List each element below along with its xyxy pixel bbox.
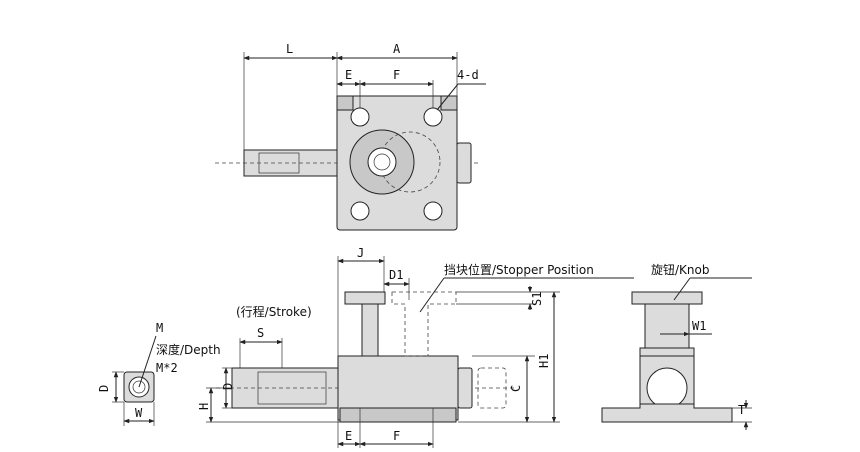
label-J: J — [357, 246, 364, 260]
mount-hole-bl — [350, 201, 370, 221]
label-D1: D1 — [389, 268, 403, 282]
label-4d: 4-d — [457, 68, 479, 82]
label-T: T — [738, 403, 745, 417]
top-notch-tr — [440, 95, 458, 111]
side-knob-stem — [644, 303, 690, 349]
label-knob: 旋钮/Knob — [651, 262, 709, 277]
label-F-bottom: F — [393, 429, 400, 443]
label-D-end: D — [97, 385, 111, 392]
stopper-block — [391, 291, 457, 357]
label-stroke: (行程/Stroke) — [236, 304, 312, 319]
label-E-top: E — [345, 68, 352, 82]
label-depth: 深度/Depth — [156, 342, 221, 357]
label-H1: H1 — [537, 354, 551, 368]
top-right-cap — [456, 142, 472, 184]
label-m2: M*2 — [156, 361, 178, 375]
label-W: W — [135, 406, 143, 420]
label-C: C — [509, 385, 523, 392]
shaft-end-inner — [132, 380, 146, 394]
mount-hole-br — [423, 201, 443, 221]
front-knob-dashed — [477, 367, 507, 409]
mount-hole-tr — [423, 107, 443, 127]
top-hub-inner — [373, 153, 391, 171]
leader-M — [138, 335, 157, 388]
side-view: 旋钮/Knob W1 T — [601, 262, 752, 430]
top-notch-tl — [336, 95, 354, 111]
label-S1: S1 — [530, 292, 544, 306]
label-stopper-position: 挡块位置/Stopper Position — [444, 262, 594, 277]
label-E-bottom: E — [345, 429, 352, 443]
side-knob-cap — [631, 291, 703, 305]
leader-4d — [436, 83, 459, 111]
front-post — [361, 303, 379, 357]
side-base — [601, 403, 733, 423]
top-view: L A E F 4-d — [215, 42, 486, 231]
label-S: S — [257, 326, 264, 340]
front-right-cap — [457, 367, 473, 409]
front-post-cap — [344, 291, 386, 305]
leader-knob — [673, 277, 691, 301]
top-hub-bore — [367, 147, 397, 177]
label-M: M — [156, 321, 163, 335]
side-collar — [639, 347, 695, 357]
side-bore — [646, 367, 688, 409]
label-F-top: F — [393, 68, 400, 82]
front-base — [339, 407, 457, 423]
leader-stopper — [419, 277, 445, 313]
label-H: H — [197, 403, 211, 410]
front-view: J D1 挡块位置/Stopper Position S1 H1 C (行程/S… — [197, 246, 634, 448]
shaft-end-view: M 深度/Depth M*2 D W — [97, 321, 221, 426]
label-A: A — [393, 42, 401, 56]
label-D-front: D — [221, 383, 235, 390]
mount-hole-tl — [350, 107, 370, 127]
label-L: L — [286, 42, 293, 56]
label-W1: W1 — [692, 319, 706, 333]
